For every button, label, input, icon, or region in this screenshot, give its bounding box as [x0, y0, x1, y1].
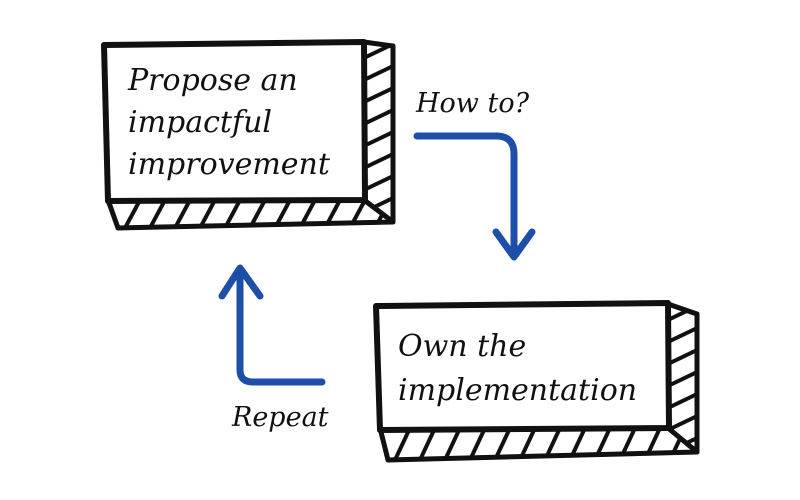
own-box-front-face: [373, 300, 672, 433]
propose-label-line-3: improvement: [128, 147, 331, 182]
own-label-line-2: implementation: [398, 373, 637, 408]
svg-text:Own the implementation: Own the implementation: [398, 329, 637, 408]
propose-label-line-1: Propose an: [127, 63, 298, 98]
svg-text:Propose an impactful: Propose an impactful improvement: [127, 63, 331, 182]
propose-box-front-face: [101, 39, 368, 204]
own-box-bottom-face: [377, 425, 700, 463]
repeat-arrow: [218, 264, 326, 386]
repeat-label: Repeat: [231, 402, 329, 433]
own-implementation-box: Own the implementation: [373, 300, 700, 463]
propose-box-bottom-face: [105, 197, 396, 231]
propose-box-right-face: [361, 39, 396, 225]
how-to-label: How to?: [415, 88, 530, 119]
own-label-line-1: Own the: [398, 329, 526, 364]
how-to-arrow: [413, 132, 536, 261]
propose-label-line-2: impactful: [128, 105, 272, 140]
propose-improvement-box: Propose an impactful improvement: [101, 39, 396, 231]
